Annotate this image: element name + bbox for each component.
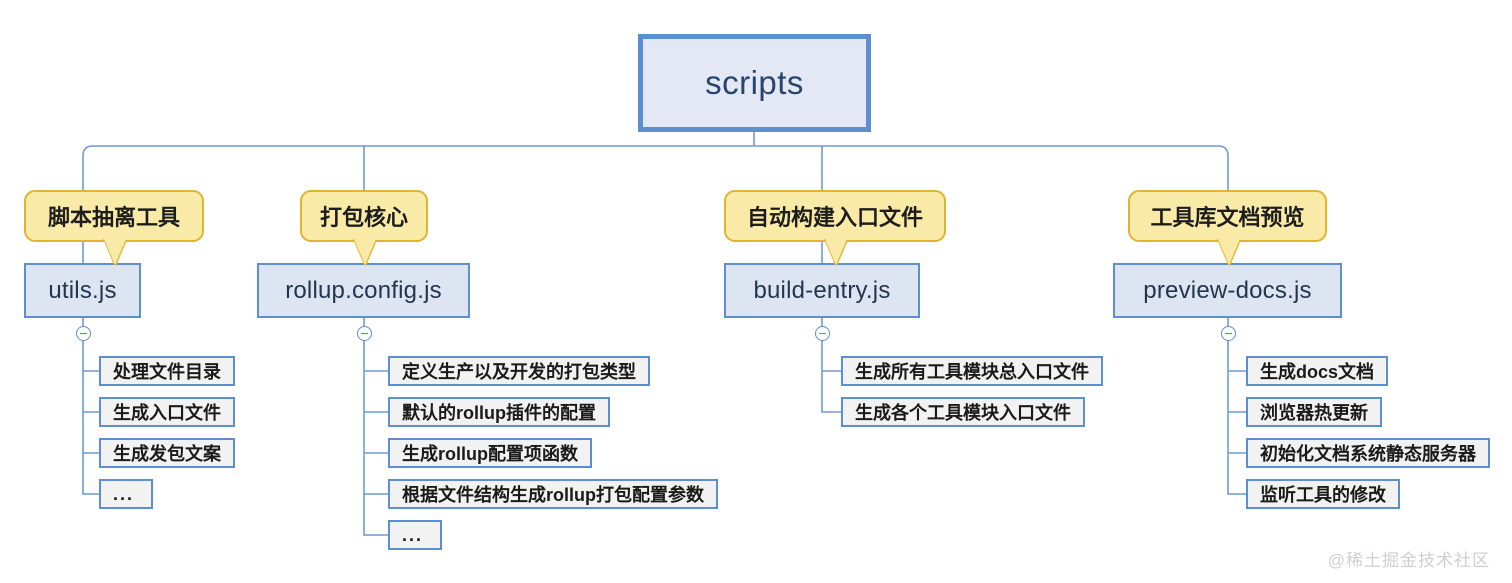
leaf-node-label: 生成docs文档 — [1260, 362, 1375, 382]
leaf-node-label: 默认的rollup插件的配置 — [402, 403, 596, 423]
callout-label: 打包核心 — [319, 205, 408, 230]
leaf-node[interactable]: ... — [388, 520, 442, 550]
callout-build-entry[interactable]: 自动构建入口文件 — [724, 190, 946, 265]
collapse-toggle-rollup[interactable] — [356, 326, 372, 341]
root-node-scripts[interactable]: scripts — [638, 34, 871, 132]
leaf-node[interactable]: 根据文件结构生成rollup打包配置参数 — [388, 479, 718, 509]
leaf-node[interactable]: 生成rollup配置项函数 — [388, 438, 592, 468]
collapse-toggle-preview-docs[interactable] — [1220, 326, 1236, 341]
leaf-node[interactable]: 生成各个工具模块入口文件 — [841, 397, 1085, 427]
leaf-node[interactable]: 定义生产以及开发的打包类型 — [388, 356, 650, 386]
leaf-node[interactable]: 生成入口文件 — [99, 397, 235, 427]
file-node-utils[interactable]: utils.js — [24, 263, 141, 318]
leaf-node-label: 定义生产以及开发的打包类型 — [402, 362, 636, 382]
callout-label: 工具库文档预览 — [1150, 205, 1305, 230]
leaf-node-label: 处理文件目录 — [113, 362, 221, 382]
leaf-node[interactable]: 初始化文档系统静态服务器 — [1246, 438, 1490, 468]
leaf-node-label: 生成发包文案 — [113, 444, 221, 464]
callout-utils[interactable]: 脚本抽离工具 — [24, 190, 204, 265]
root-node-label: scripts — [705, 64, 804, 101]
file-node-label: build-entry.js — [753, 276, 891, 304]
leaf-node[interactable]: 处理文件目录 — [99, 356, 235, 386]
collapse-toggle-build-entry[interactable] — [814, 326, 830, 341]
file-node-label: preview-docs.js — [1143, 276, 1312, 304]
file-node-label: rollup.config.js — [285, 276, 442, 304]
callout-tail-icon — [825, 239, 847, 265]
leaf-node-label: 监听工具的修改 — [1260, 485, 1386, 505]
callout-tail-icon — [104, 239, 126, 265]
leaf-node[interactable]: 监听工具的修改 — [1246, 479, 1400, 509]
leaf-node[interactable]: 生成docs文档 — [1246, 356, 1389, 386]
leaf-node-label: 生成rollup配置项函数 — [402, 444, 578, 464]
leaf-node-label: ... — [402, 524, 424, 545]
collapse-toggle-utils[interactable] — [75, 326, 91, 341]
file-node-label: utils.js — [48, 276, 117, 304]
leaf-node-label: 初始化文档系统静态服务器 — [1260, 444, 1476, 464]
leaf-node[interactable]: 生成发包文案 — [99, 438, 235, 468]
file-node-preview-docs[interactable]: preview-docs.js — [1113, 263, 1342, 318]
watermark: @稀土掘金技术社区 — [1327, 551, 1490, 570]
leaf-node-label: 生成入口文件 — [113, 403, 221, 423]
callout-label: 脚本抽离工具 — [47, 205, 180, 230]
callout-tail-icon — [1217, 239, 1240, 265]
leaf-node-label: 根据文件结构生成rollup打包配置参数 — [402, 485, 704, 505]
leaf-node[interactable]: ... — [99, 479, 153, 509]
leaf-node[interactable]: 默认的rollup插件的配置 — [388, 397, 610, 427]
callout-preview-docs[interactable]: 工具库文档预览 — [1128, 190, 1327, 265]
leaf-node-label: 生成各个工具模块入口文件 — [855, 403, 1071, 423]
callout-label: 自动构建入口文件 — [746, 205, 923, 230]
leaf-node[interactable]: 生成所有工具模块总入口文件 — [841, 356, 1103, 386]
file-node-rollup[interactable]: rollup.config.js — [257, 263, 470, 318]
leaf-node-label: ... — [113, 483, 135, 504]
leaf-node-label: 生成所有工具模块总入口文件 — [855, 362, 1089, 382]
leaf-node-label: 浏览器热更新 — [1260, 403, 1368, 423]
callout-rollup[interactable]: 打包核心 — [300, 190, 428, 265]
leaf-node[interactable]: 浏览器热更新 — [1246, 397, 1382, 427]
callout-tail-icon — [354, 239, 376, 265]
file-node-build-entry[interactable]: build-entry.js — [724, 263, 920, 318]
